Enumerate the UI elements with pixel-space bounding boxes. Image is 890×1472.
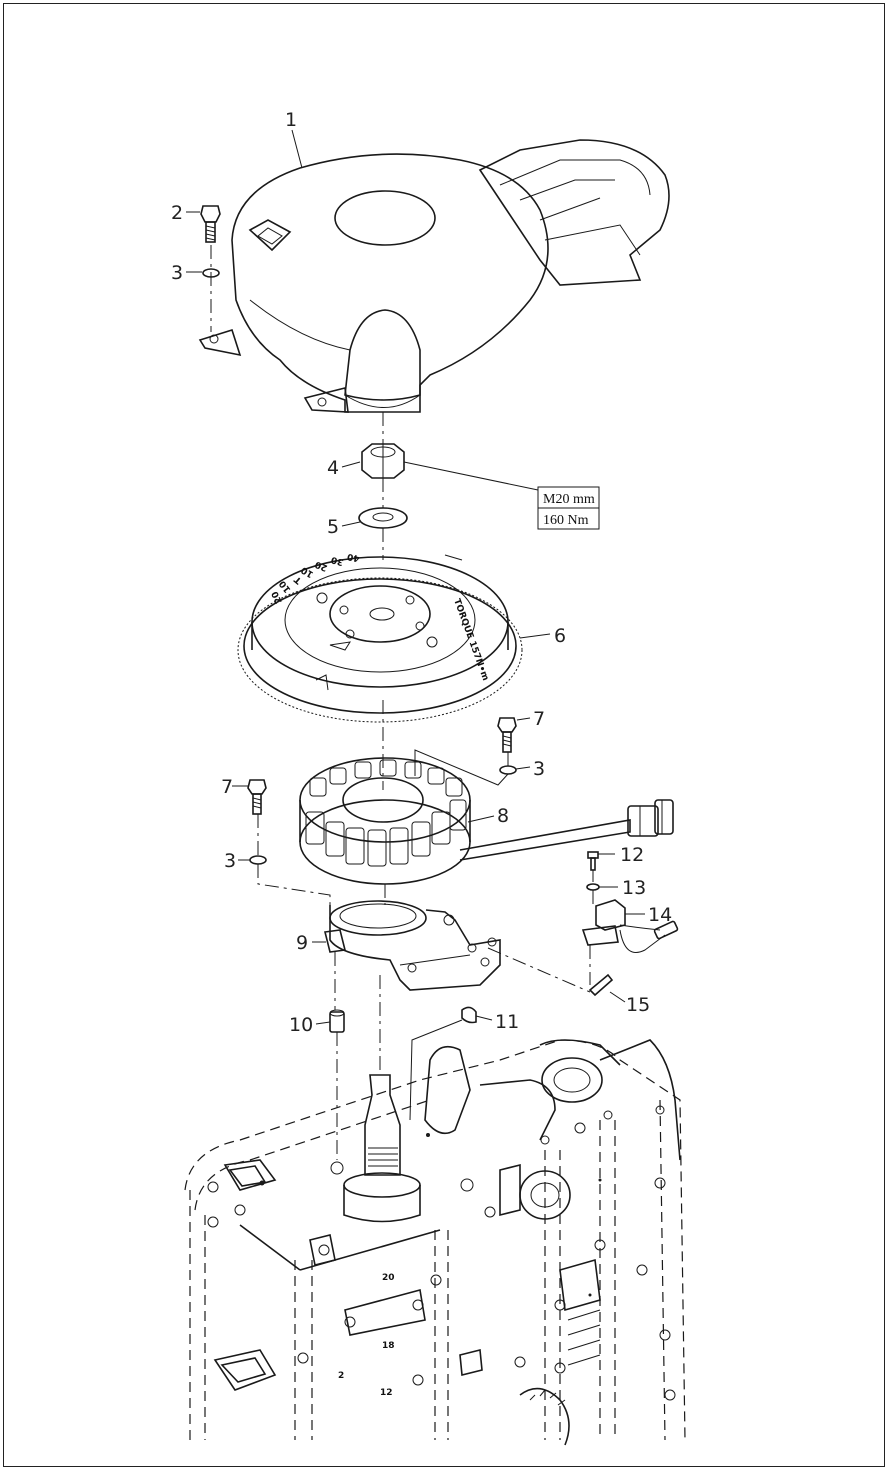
stator-connector xyxy=(627,799,674,837)
engine-block: 20 18 12 2 xyxy=(184,1039,686,1446)
svg-text:30: 30 xyxy=(330,554,345,567)
block-number-12: 12 xyxy=(380,1388,393,1398)
callout-14: 14 xyxy=(648,904,672,926)
callout-2: 2 xyxy=(171,202,183,224)
callout-3-a: 3 xyxy=(171,262,183,284)
callout-4: 4 xyxy=(327,457,339,479)
callout-8: 8 xyxy=(497,805,509,827)
cover-bolt xyxy=(200,205,221,243)
callout-3-c: 3 xyxy=(224,850,236,872)
callout-12: 12 xyxy=(620,844,644,866)
callout-15: 15 xyxy=(626,994,650,1016)
callout-6: 6 xyxy=(554,625,566,647)
dowel-pin xyxy=(329,1009,345,1033)
callout-labels: 1 2 3 4 5 6 7 3 8 7 3 12 13 14 9 15 10 1… xyxy=(171,109,672,1036)
svg-text:20: 20 xyxy=(314,559,329,573)
stator-base xyxy=(324,900,501,991)
callout-10: 10 xyxy=(289,1014,313,1036)
block-number-20: 20 xyxy=(382,1273,395,1283)
woodruff-key xyxy=(461,1006,477,1024)
pulser-screw xyxy=(587,851,599,871)
flywheel: TORQUE 157N•m 40 30 20 10 T 10 20 xyxy=(237,551,523,723)
flywheel-torque-marking: TORQUE 157N•m xyxy=(451,598,490,683)
thread-size-label: M20 mm xyxy=(543,492,595,507)
stator xyxy=(299,757,674,885)
svg-text:T: T xyxy=(292,573,304,585)
pulser-washer xyxy=(586,883,600,891)
callout-11: 11 xyxy=(495,1011,519,1033)
stator-bolt-left xyxy=(247,779,267,815)
svg-text:20: 20 xyxy=(270,589,284,605)
torque-spec-box: M20 mm 160 Nm xyxy=(537,486,600,530)
callout-9: 9 xyxy=(296,932,308,954)
callout-leaders xyxy=(186,129,645,1025)
flywheel-washer xyxy=(358,507,408,529)
block-number-2: 2 xyxy=(338,1371,344,1381)
block-number-18: 18 xyxy=(382,1341,395,1351)
callout-13: 13 xyxy=(622,877,646,899)
flywheel-cover xyxy=(198,139,670,413)
torque-value-label: 160 Nm xyxy=(543,513,589,528)
washer xyxy=(249,855,267,865)
callout-7-b: 7 xyxy=(221,776,233,798)
callout-5: 5 xyxy=(327,516,339,538)
svg-text:40: 40 xyxy=(346,551,360,563)
pulser-coil xyxy=(581,899,679,953)
washer xyxy=(499,765,517,775)
callout-1: 1 xyxy=(285,109,297,131)
callout-3-b: 3 xyxy=(533,758,545,780)
flywheel-nut xyxy=(361,443,405,479)
stator-bolt-right xyxy=(497,717,517,753)
timing-scale: 40 30 20 10 T 10 20 xyxy=(270,551,360,605)
pulser-bracket xyxy=(588,973,614,997)
callout-7-a: 7 xyxy=(533,708,545,730)
drawing-frame xyxy=(3,3,885,1467)
